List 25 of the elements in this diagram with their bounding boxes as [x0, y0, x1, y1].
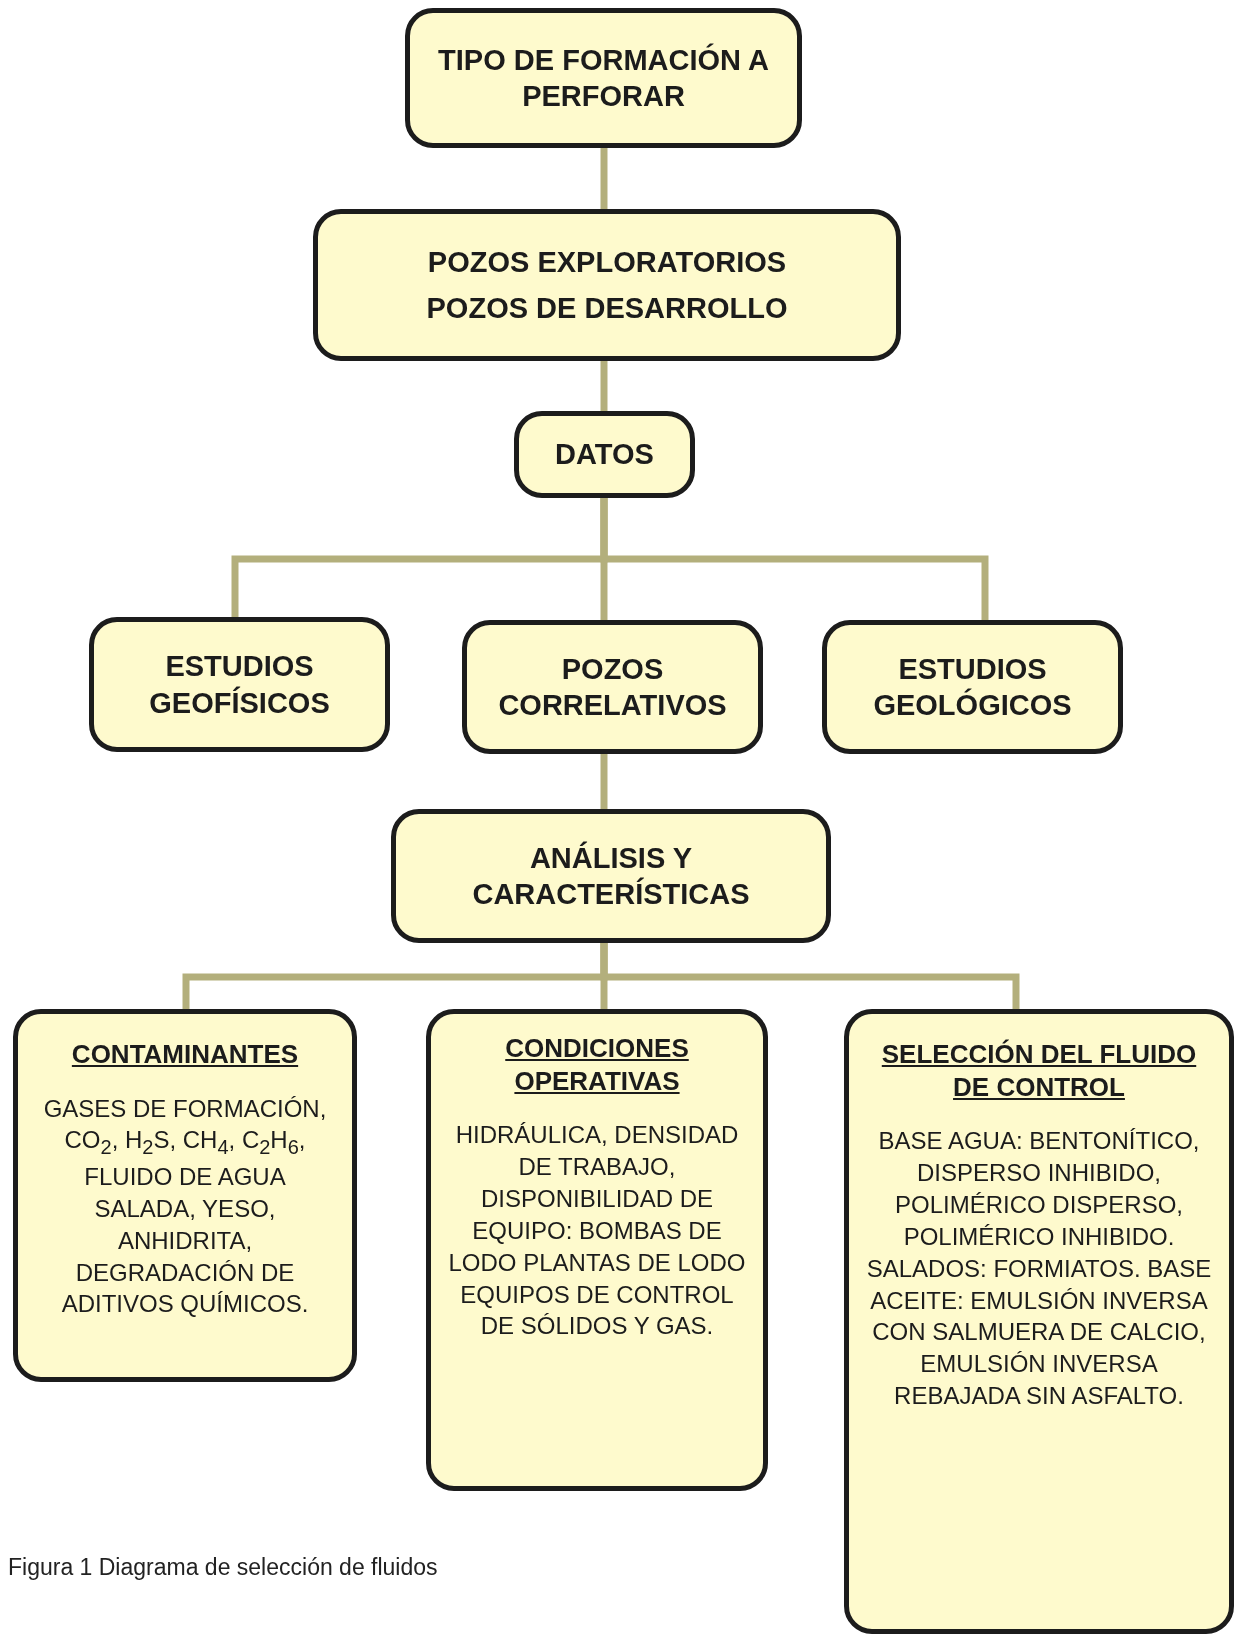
process-box: [844, 1009, 1234, 1634]
node-label: DATOS: [555, 437, 654, 473]
process-box: [514, 411, 695, 498]
node-label: POZOS EXPLORATORIOS: [427, 244, 787, 280]
process-box: [426, 1009, 768, 1491]
node-text: HIDRÁULICA, DENSIDAD DE TRABAJO, DISPONIBILIDAD DE EQUIPO: BOMBAS DE LODO PLANTAS DE LODO EQUIPOS DE CONTROL DE SÓLIDOS Y GAS.: [447, 1120, 747, 1342]
node-label: ESTUDIOS GEOFÍSICOS: [148, 649, 331, 721]
process-box: [313, 209, 901, 361]
node-heading: CONTAMINANTES: [71, 1038, 299, 1071]
figure-caption: Figura 1 Diagrama de selección de fluidos: [8, 1554, 438, 1581]
process-box: [405, 8, 802, 148]
node-label: ANÁLISIS Y CARACTERÍSTICAS: [471, 840, 751, 912]
node-text: BASE AGUA: BENTONÍTICO, DISPERSO INHIBIDO, POLIMÉRICO DISPERSO, POLIMÉRICO INHIBIDO. SALADOS: FORMIATOS. BASE ACEITE: EMULSIÓN INVERSA CON SALMUERA DE CALCIO, EMULSIÓN INVERSA REBAJADA SIN ASFALTO.: [865, 1126, 1213, 1412]
node-label: POZOS CORRELATIVOS: [497, 651, 728, 723]
node-label: TIPO DE FORMACIÓN A PERFORAR: [437, 42, 770, 114]
process-box: [391, 809, 831, 943]
node-text: GASES DE FORMACIÓN, CO$_{2}$, H$_{2}$S, CH$_{4}$, C$_{2}$H$_{6}$, FLUIDO DE AGUA SALADA, YESO, ANHIDRITA, DEGRADACIÓN DE ADITIVOS QUÍMICOS.: [42, 1093, 328, 1320]
node-label: ESTUDIOS GEOLÓGICOS: [872, 651, 1073, 723]
node-heading: CONDICIONES OPERATIVAS: [504, 1032, 690, 1097]
process-box: [462, 620, 763, 754]
node-label: POZOS DE DESARROLLO: [426, 291, 788, 326]
process-box: [822, 620, 1123, 754]
process-box: [89, 617, 390, 752]
process-box: [13, 1009, 357, 1382]
node-heading: SELECCIÓN DEL FLUIDO DE CONTROL: [880, 1038, 1198, 1103]
